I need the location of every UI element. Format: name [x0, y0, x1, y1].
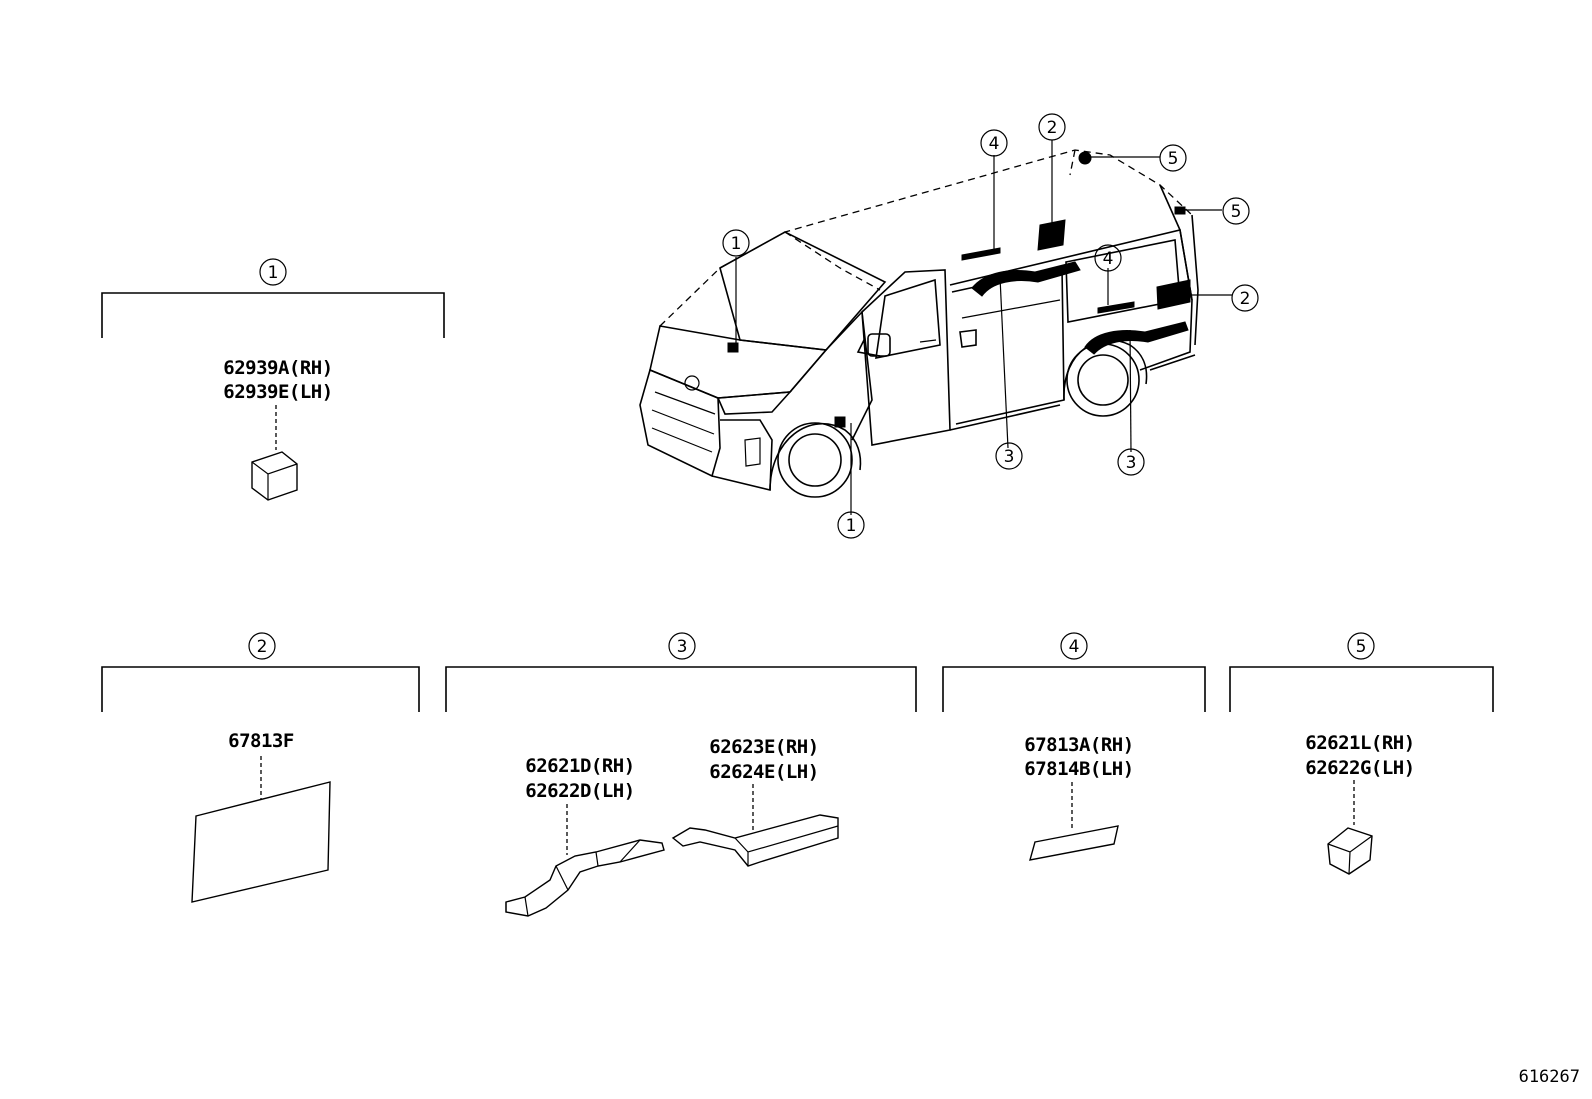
group-3-number: 3: [677, 637, 688, 657]
part-number: 62622G(LH): [1305, 757, 1414, 779]
van-illustration: [639, 149, 1199, 498]
callout-label: 4: [1103, 249, 1114, 269]
group-2-number: 2: [257, 637, 268, 657]
group-1-number: 1: [268, 263, 279, 283]
part-number: 62624E(LH): [709, 761, 818, 783]
part-number: 67813F: [228, 730, 294, 752]
callout-label: 3: [1126, 453, 1137, 473]
callout-2-top: 2: [1038, 113, 1066, 141]
part-number: 62939E(LH): [223, 381, 332, 403]
callout-label: 5: [1231, 202, 1242, 222]
callout-4-top: 4: [980, 129, 1008, 157]
part-number: 67813A(RH): [1024, 734, 1133, 756]
part-number: 62621L(RH): [1305, 732, 1414, 754]
group-1-bracket: [101, 292, 445, 338]
group-1: 1 62939A(RH) 62939E(LH): [101, 258, 445, 501]
callout-2-right: 2: [1231, 284, 1259, 312]
group-5: 5 62621L(RH) 62622G(LH): [1229, 632, 1494, 875]
callout-3-right: 3: [1117, 448, 1145, 476]
callout-1-fender: 1: [837, 511, 865, 539]
strip-part-icon: [1029, 825, 1119, 861]
part-number: 67814B(LH): [1024, 758, 1133, 780]
group-2-bracket: [101, 666, 420, 712]
wheel-arch-insulator-icon: [505, 839, 665, 917]
callout-4-side: 4: [1094, 244, 1122, 272]
callout-label: 1: [846, 516, 857, 536]
callout-label: 3: [1004, 447, 1015, 467]
callout-5-rear: 5: [1222, 197, 1250, 225]
van-leader-lines: [735, 140, 1232, 515]
rear-arch-insulator-icon: [671, 814, 839, 867]
callout-1-hood: 1: [722, 229, 750, 257]
diagram-code: 616267: [1519, 1067, 1580, 1087]
group-4: 4 67813A(RH) 67814B(LH): [942, 632, 1206, 861]
group-4-number: 4: [1069, 637, 1080, 657]
part-number: 62622D(LH): [525, 780, 634, 802]
callout-3-left: 3: [995, 442, 1023, 470]
group-3-bracket: [445, 666, 917, 712]
group-4-bracket: [942, 666, 1206, 712]
group-5-bracket: [1229, 666, 1494, 712]
callout-label: 2: [1047, 118, 1058, 138]
group-3: 3 62621D(RH) 62622D(LH) 62623E(RH) 62624…: [445, 632, 917, 917]
sheet-part-icon: [191, 781, 331, 903]
van-callouts: 1 1 2 2 3 3 4 4: [722, 113, 1259, 539]
group-5-number: 5: [1356, 637, 1367, 657]
group-2: 2 67813F: [101, 632, 420, 903]
block-part-icon: [251, 451, 298, 501]
part-number: 62621D(RH): [525, 755, 634, 777]
callout-label: 2: [1240, 289, 1251, 309]
part-number: 62623E(RH): [709, 736, 818, 758]
callout-label: 5: [1168, 149, 1179, 169]
callout-label: 1: [731, 234, 742, 254]
callout-label: 4: [989, 134, 1000, 154]
part-number: 62939A(RH): [223, 357, 332, 379]
callout-5-roof: 5: [1159, 144, 1187, 172]
block-part-icon: [1327, 827, 1373, 875]
